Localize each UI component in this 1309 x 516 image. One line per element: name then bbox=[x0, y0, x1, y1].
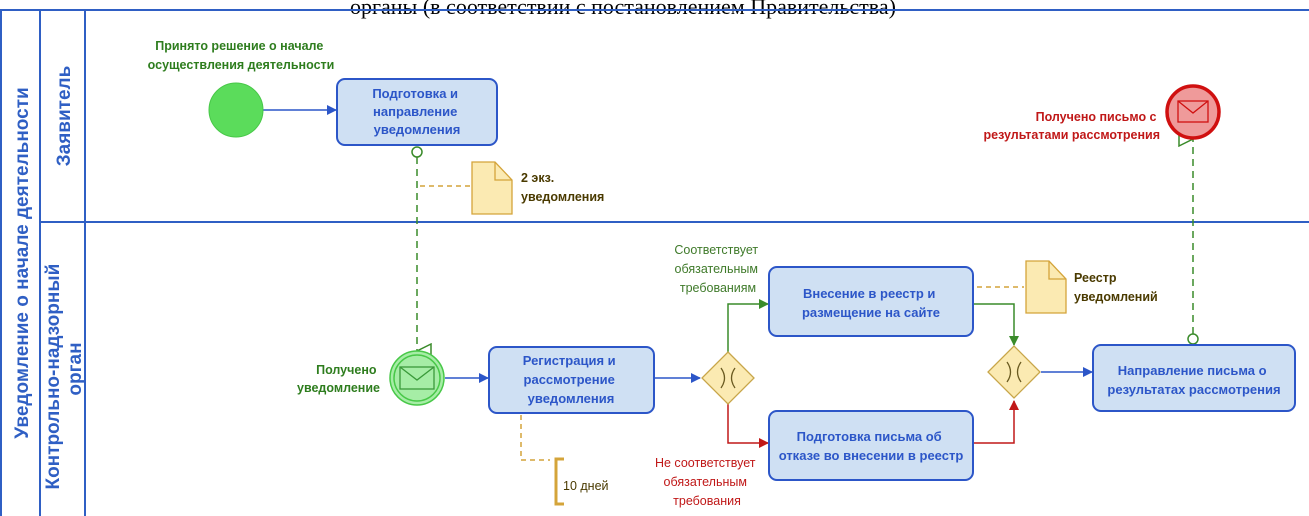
svg-text:Подготовка письма об отк: Подготовка письма об отказе во внесении … bbox=[779, 429, 964, 463]
message-catch-event bbox=[389, 350, 445, 406]
branch-ok-label: Соответствует обязательным требованиям bbox=[674, 243, 761, 295]
flow-gateway-ok bbox=[727, 299, 769, 352]
data-object-copies-label: 2 экз. уведомления bbox=[521, 171, 604, 204]
annotation-10-days: 10 дней bbox=[563, 479, 609, 493]
svg-text:Регистрация и рассмотрен: Регистрация и рассмотрение уведомления bbox=[523, 353, 620, 406]
svg-text:Направление письма о рез: Направление письма о результатах рассмот… bbox=[1107, 363, 1280, 397]
end-event bbox=[1165, 84, 1221, 140]
svg-text:Внесение в реестр и разм: Внесение в реестр и размещение на сайте bbox=[802, 286, 940, 320]
envelope-icon bbox=[399, 366, 435, 390]
task-add-to-registry[interactable]: Внесение в реестр и размещение на сайте bbox=[768, 266, 974, 337]
start-event-circle bbox=[208, 82, 264, 138]
lane-label-applicant: Заявитель bbox=[54, 66, 75, 167]
start-event-label: Принято решение о начале осуществления д… bbox=[148, 39, 335, 72]
task-register-review[interactable]: Регистрация и рассмотрение уведомления bbox=[488, 346, 655, 414]
exclusive-gateway-x-icon bbox=[701, 351, 755, 405]
pool: Уведомление о начале деятельности Заявит… bbox=[0, 9, 1309, 516]
text-annotation: 10 дней bbox=[554, 457, 609, 506]
envelope-icon bbox=[1177, 100, 1209, 123]
flow-refusal-to-merge bbox=[973, 400, 1019, 444]
message-flow-start-marker bbox=[411, 146, 423, 158]
associations bbox=[420, 185, 1024, 461]
received-notice-label: Получено уведомление bbox=[297, 363, 380, 395]
lane-label-authority: Контрольно-надзорный орган bbox=[43, 258, 86, 489]
flow-registry-to-merge bbox=[973, 303, 1019, 346]
document-icon bbox=[1025, 260, 1067, 314]
branch-fail-label: Не соответствует обязательным требования bbox=[655, 456, 759, 508]
message-flow-end-marker bbox=[1187, 333, 1199, 345]
task-prepare-notice[interactable]: Подготовка и направление уведомления bbox=[336, 78, 498, 146]
exclusive-gateway-x-icon bbox=[987, 345, 1041, 399]
task-prepare-refusal-letter[interactable]: Подготовка письма об отказе во внесении … bbox=[768, 410, 974, 481]
task-send-result-letter[interactable]: Направление письма о результатах рассмот… bbox=[1092, 344, 1296, 412]
document-icon bbox=[471, 161, 513, 215]
flow-gateway-fail bbox=[727, 404, 769, 448]
flows bbox=[263, 105, 1199, 448]
pool-label: Уведомление о начале деятельности bbox=[12, 87, 33, 438]
association-annotation bbox=[520, 415, 550, 461]
data-object-register-label: Реестр уведомлений bbox=[1074, 271, 1158, 304]
end-event-label: Получено письмо с результатами рассмотре… bbox=[984, 110, 1161, 142]
svg-text:Подготовка и направление: Подготовка и направление уведомления bbox=[372, 86, 461, 137]
